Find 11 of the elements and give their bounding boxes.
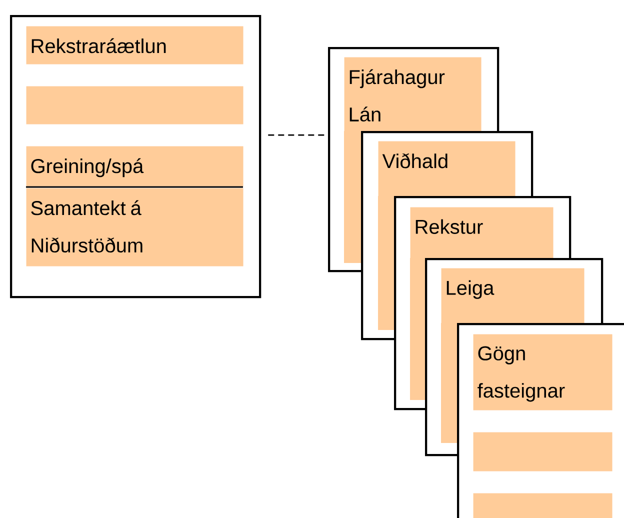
empty-box [26, 86, 244, 124]
text-box: Rekstraráætlun [26, 26, 244, 64]
text-box: Fjárahagur Lán [344, 57, 482, 132]
text-box: Leiga [441, 268, 584, 324]
empty-box [473, 432, 612, 472]
empty-box [473, 493, 612, 518]
text-box: Greining/spá [26, 146, 244, 186]
text-box: Viðhald [378, 141, 516, 196]
text-box: Samantekt á Niðurstöðum [26, 188, 244, 266]
text-box: Gögn fasteignar [473, 334, 612, 410]
text-box: Rekstur [410, 207, 554, 258]
